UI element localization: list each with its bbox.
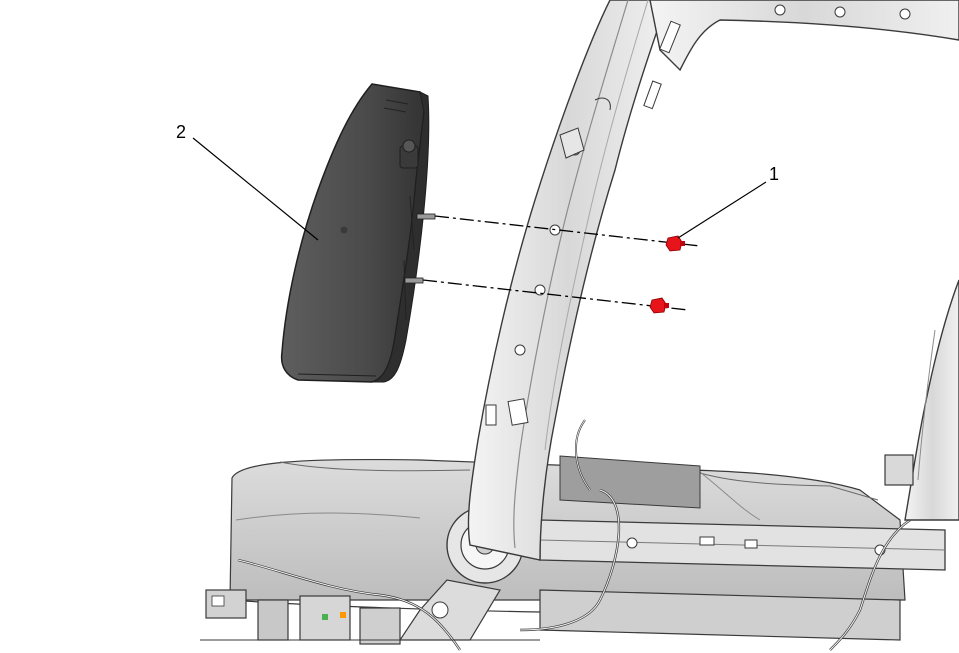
callout-2-leader <box>192 137 319 241</box>
lower-stud-guide-line <box>422 279 689 311</box>
installation-guide-lines <box>422 215 701 311</box>
seat-back-frame <box>467 0 959 561</box>
callout-2-label: 2 <box>176 122 186 142</box>
callout-1: 1 <box>677 164 779 239</box>
callout-1-label: 1 <box>769 164 779 184</box>
upper-stud-guide-line <box>434 215 701 247</box>
callout-1-leader <box>677 181 767 239</box>
upper-retainer <box>665 235 685 252</box>
seat-frame-crossbar <box>229 519 946 641</box>
callout-2: 2 <box>176 122 319 241</box>
side-airbag-module <box>280 83 436 383</box>
push-pin-retainers <box>649 235 685 314</box>
lower-retainer <box>649 297 669 314</box>
wiring-harness <box>200 488 911 651</box>
